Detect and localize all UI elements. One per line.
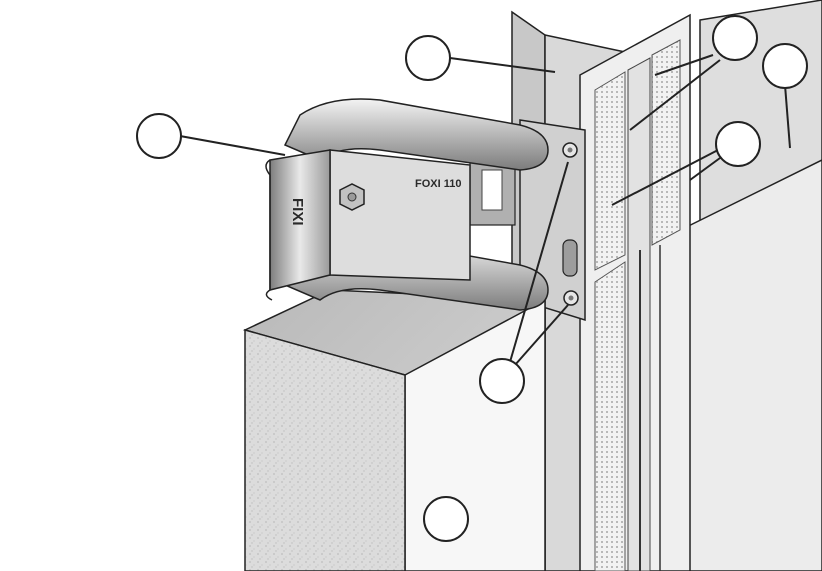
bracket-model-stamp: FOXI 110 <box>415 178 461 190</box>
callout-5 <box>715 121 761 167</box>
callout-2 <box>405 35 451 81</box>
adjustment-slot <box>562 239 578 277</box>
callout-1 <box>136 113 182 159</box>
fixing-bracket <box>265 98 549 311</box>
callout-7 <box>423 496 469 542</box>
bracket-side-stamp: FIXI <box>289 198 306 226</box>
screw-head-lower <box>563 290 579 306</box>
callout-4 <box>762 43 808 89</box>
screw-head-upper <box>562 142 578 158</box>
callout-3 <box>712 15 758 61</box>
callout-6 <box>479 358 525 404</box>
vertical-profile <box>579 13 691 571</box>
insulation-block <box>242 289 546 571</box>
leader-lines <box>179 54 791 366</box>
